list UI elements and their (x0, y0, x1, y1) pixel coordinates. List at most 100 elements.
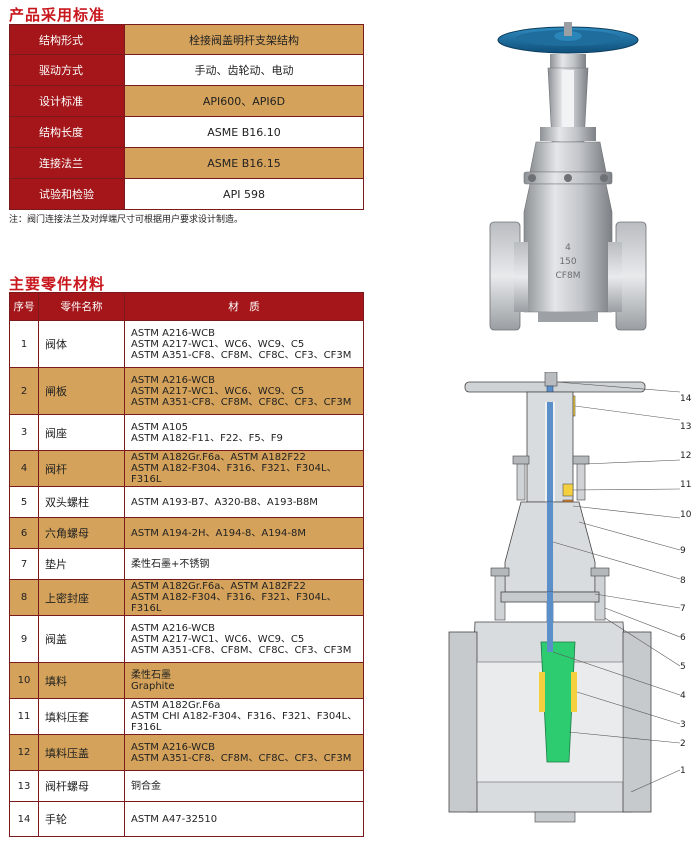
material-line: Graphite (131, 680, 175, 692)
part-number: 6 (9, 517, 39, 549)
standards-row: 设计标准 API600、API6D (9, 85, 364, 117)
standards-value: API 598 (124, 178, 364, 210)
part-name: 阀体 (38, 320, 125, 368)
standards-label: 结构形式 (9, 24, 125, 55)
standards-label: 试验和检验 (9, 178, 125, 210)
part-material: 铜合金 (124, 770, 364, 802)
part-material: 柔性石墨+不锈钢 (124, 548, 364, 580)
callout-label: 6 (680, 633, 686, 643)
part-name: 阀座 (38, 414, 125, 451)
callout-label: 3 (680, 720, 686, 730)
standards-title: 产品采用标准 (9, 6, 106, 24)
part-number: 7 (9, 548, 39, 580)
part-name: 垫片 (38, 548, 125, 580)
standards-value: ASME B16.10 (124, 116, 364, 148)
standards-value: ASME B16.15 (124, 147, 364, 179)
part-number: 13 (9, 770, 39, 802)
callout-label: 7 (680, 604, 686, 614)
body-mark: 4 (565, 243, 571, 253)
part-number: 14 (9, 801, 39, 837)
callout-label: 12 (680, 451, 692, 461)
part-number: 3 (9, 414, 39, 451)
body-mark: CF8M (556, 271, 581, 281)
standards-label: 设计标准 (9, 85, 125, 117)
material-line: ASTM A216-WCB (131, 327, 215, 339)
material-line: ASTM A182Gr.F6a、ASTM A182F22 (131, 581, 306, 592)
part-name: 双头螺柱 (38, 486, 125, 518)
standards-row: 试验和检验 API 598 (9, 178, 364, 210)
part-name: 填料 (38, 662, 125, 699)
standards-value: 手动、齿轮动、电动 (124, 54, 364, 86)
standards-label: 连接法兰 (9, 147, 125, 179)
part-name: 阀盖 (38, 615, 125, 663)
material-line: 铜合金 (131, 780, 161, 792)
material-line: 柔性石墨 (131, 669, 171, 681)
part-name: 手轮 (38, 801, 125, 837)
callout-label: 5 (680, 662, 686, 672)
standards-row: 驱动方式 手动、齿轮动、电动 (9, 54, 364, 86)
material-line: 柔性石墨+不锈钢 (131, 558, 210, 570)
material-line: ASTM A105 (131, 421, 189, 433)
material-line: ASTM CHI A182-F304、F316、F321、F304L、F316L (131, 711, 358, 733)
standards-row: 结构长度 ASME B16.10 (9, 116, 364, 148)
parts-header-row: 序号 零件名称 材 质 (9, 292, 364, 321)
part-number: 1 (9, 320, 39, 368)
callout-label: 1 (680, 766, 686, 776)
part-name: 阀杆螺母 (38, 770, 125, 802)
standards-label: 驱动方式 (9, 54, 125, 86)
material-line: ASTM A351-CF8、CF8M、CF8C、CF3、CF3M (131, 752, 352, 764)
part-number: 2 (9, 367, 39, 415)
part-number: 8 (9, 579, 39, 616)
parts-title: 主要零件材料 (9, 275, 106, 293)
part-number: 5 (9, 486, 39, 518)
callout-label: 10 (680, 510, 692, 520)
part-number: 10 (9, 662, 39, 699)
material-line: ASTM A351-CF8、CF8M、CF8C、CF3、CF3M (131, 644, 352, 656)
material-line: ASTM A351-CF8、CF8M、CF8C、CF3、CF3M (131, 349, 352, 361)
material-line: ASTM A182-F11、F22、F5、F9 (131, 432, 283, 444)
material-line: ASTM A182Gr.F6a (131, 700, 221, 711)
material-line: ASTM A47-32510 (131, 813, 218, 825)
standards-table: 结构形式 栓接阀盖明杆支架结构 驱动方式 手动、齿轮动、电动 设计标准 API6… (9, 24, 364, 210)
material-line: ASTM A216-WCB (131, 741, 215, 753)
valve-section-drawing (448, 372, 681, 823)
part-name: 填料压套 (38, 698, 125, 735)
callout-label: 8 (680, 576, 686, 586)
part-name: 闸板 (38, 367, 125, 415)
valve-photo: 4 150 CF8M (489, 22, 647, 331)
material-line: ASTM A217-WC1、WC6、WC9、C5 (131, 338, 305, 350)
part-number: 11 (9, 698, 39, 735)
standards-row: 结构形式 栓接阀盖明杆支架结构 (9, 24, 364, 55)
material-line: ASTM A182Gr.F6a、ASTM A182F22 (131, 452, 306, 463)
callout-label: 9 (680, 546, 686, 556)
callout-label: 14 (680, 394, 692, 404)
standards-value: API600、API6D (124, 85, 364, 117)
material-line: ASTM A217-WC1、WC6、WC9、C5 (131, 633, 305, 645)
material-line: ASTM A351-CF8、CF8M、CF8C、CF3、CF3M (131, 396, 352, 408)
part-material: ASTM A194-2H、A194-8、A194-8M (124, 517, 364, 549)
part-name: 阀杆 (38, 450, 125, 487)
part-name: 上密封座 (38, 579, 125, 616)
header-name: 零件名称 (38, 292, 125, 321)
callout-label: 13 (680, 422, 692, 432)
material-line: ASTM A194-2H、A194-8、A194-8M (131, 527, 306, 539)
standards-value: 栓接阀盖明杆支架结构 (124, 24, 364, 55)
part-number: 9 (9, 615, 39, 663)
material-line: ASTM A182-F304、F316、F321、F304L、F316L (131, 463, 337, 485)
callout-label: 4 (680, 691, 686, 701)
